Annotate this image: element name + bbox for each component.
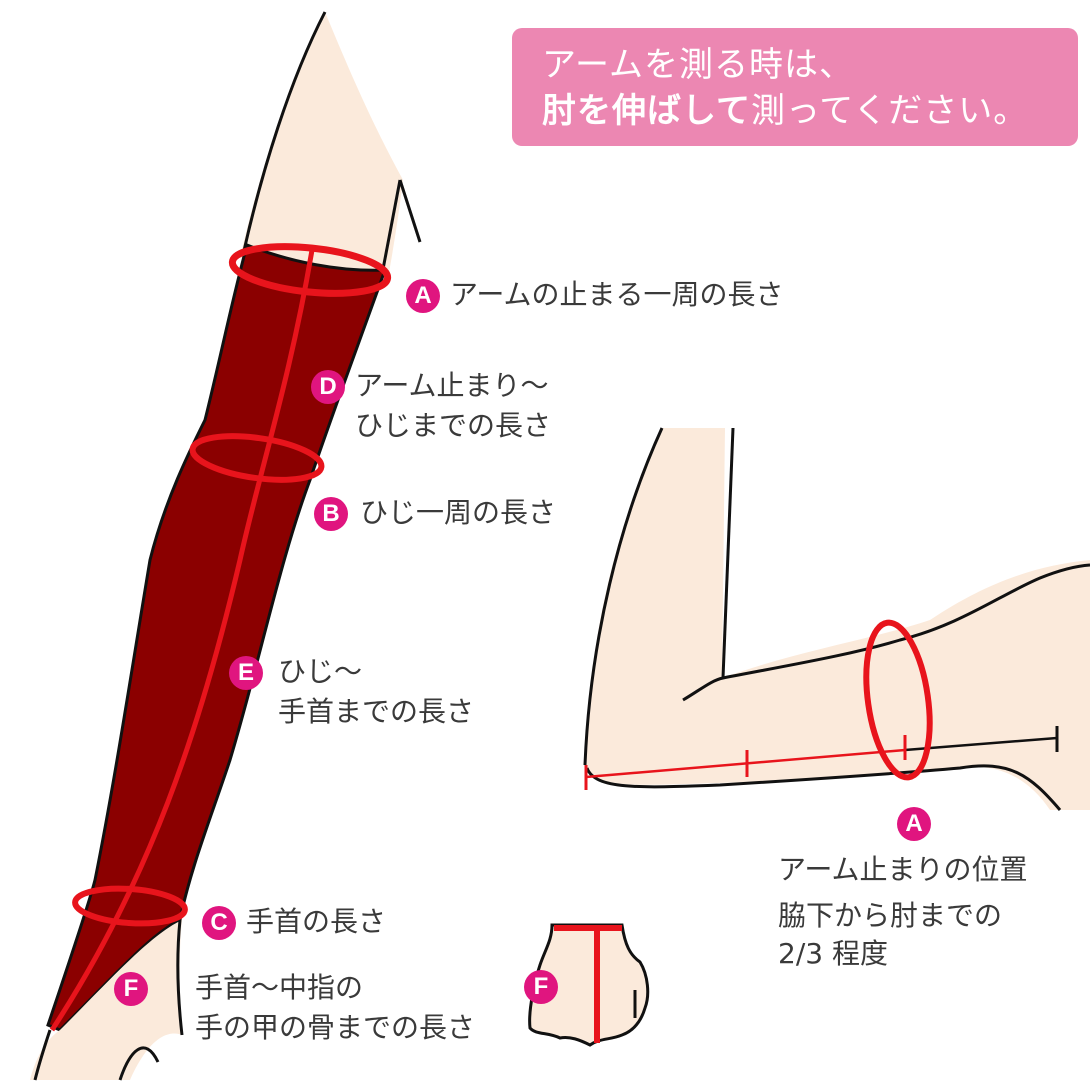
upper-arm-skin [240,12,403,278]
label-d-line2: ひじまでの長さ [355,409,552,442]
badge-b: B [314,497,348,531]
bent-arm-skin [585,428,1090,810]
bent-arm-caption-line3: 2/3 程度 [778,937,888,970]
bent-arm-caption-line1: アーム止まりの位置 [778,853,1028,886]
upper-arm-outline [241,11,327,256]
badge-f-hand: F [524,970,558,1004]
badge-e: E [229,656,263,690]
instruction-line2: 肘を伸ばして測ってください。 [542,88,1078,134]
ring-b [189,433,325,483]
armpit-outline [398,179,422,243]
bent-arm-ring-a [863,619,933,781]
instruction-rest: 測ってください。 [750,91,1029,131]
ring-c [72,885,188,927]
label-e-line2: 手首までの長さ [278,695,475,728]
arm-sleeve [46,242,388,1032]
bent-arm-caption-line2: 脇下から肘までの [778,899,1003,932]
label-d-line1: アーム止まり～ [355,369,549,402]
badge-c: C [202,906,236,940]
label-a: アームの止まる一周の長さ [450,278,784,311]
instruction-banner: アームを測る時は、 肘を伸ばして測ってください。 [512,28,1078,146]
label-e-line1: ひじ～ [278,655,363,688]
length-line-d-e [49,249,315,1032]
badge-a-bent-arm: A [897,807,931,841]
label-c: 手首の長さ [246,905,387,938]
badge-f: F [114,972,148,1006]
hand-skin [30,920,182,1080]
label-f-line2: 手の甲の骨までの長さ [195,1011,476,1044]
ring-a [228,243,392,297]
label-b: ひじ一周の長さ [360,496,557,529]
instruction-line1: アームを測る時は、 [542,45,854,85]
instruction-emphasis: 肘を伸ばして [542,91,751,131]
badge-d: D [311,370,345,404]
label-f-line1: 手首～中指の [195,971,364,1004]
badge-a: A [406,279,440,313]
